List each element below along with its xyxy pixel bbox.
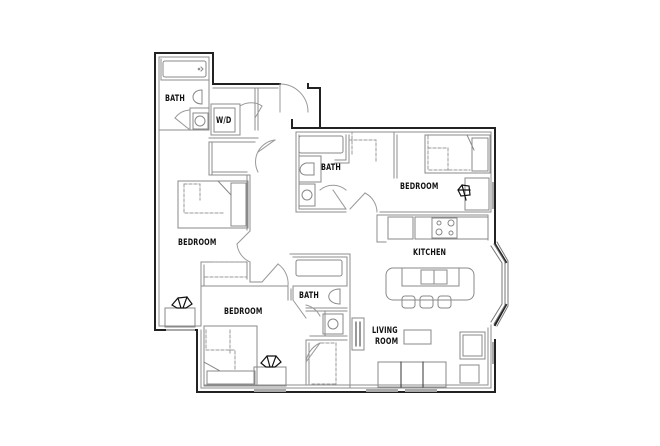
room-label-bath-1: BATH bbox=[165, 94, 185, 104]
beds bbox=[177, 134, 491, 387]
room-label-living-line2: ROOM bbox=[375, 337, 399, 347]
room-label-bedroom-2: BEDROOM bbox=[178, 238, 217, 248]
outer-walls bbox=[154, 52, 496, 393]
bay-window bbox=[490, 241, 509, 327]
room-label-bedroom-1: BEDROOM bbox=[400, 182, 439, 192]
room-label-bath-2: BATH bbox=[321, 163, 341, 173]
chairs bbox=[171, 184, 471, 368]
room-label-laundry: W/D bbox=[216, 116, 232, 126]
room-label-kitchen: KITCHEN bbox=[413, 248, 447, 258]
room-label-living-line1: LIVING bbox=[372, 326, 398, 336]
doors bbox=[174, 83, 378, 363]
inner-walls bbox=[158, 56, 492, 389]
room-label-bedroom-3: BEDROOM bbox=[224, 307, 263, 317]
kitchen-fixtures bbox=[385, 216, 489, 309]
room-label-bath-3: BATH bbox=[299, 291, 319, 301]
bath-fixtures bbox=[162, 60, 344, 335]
living-fixtures bbox=[351, 317, 486, 388]
windows bbox=[166, 182, 494, 392]
closet-dashed bbox=[183, 132, 471, 385]
